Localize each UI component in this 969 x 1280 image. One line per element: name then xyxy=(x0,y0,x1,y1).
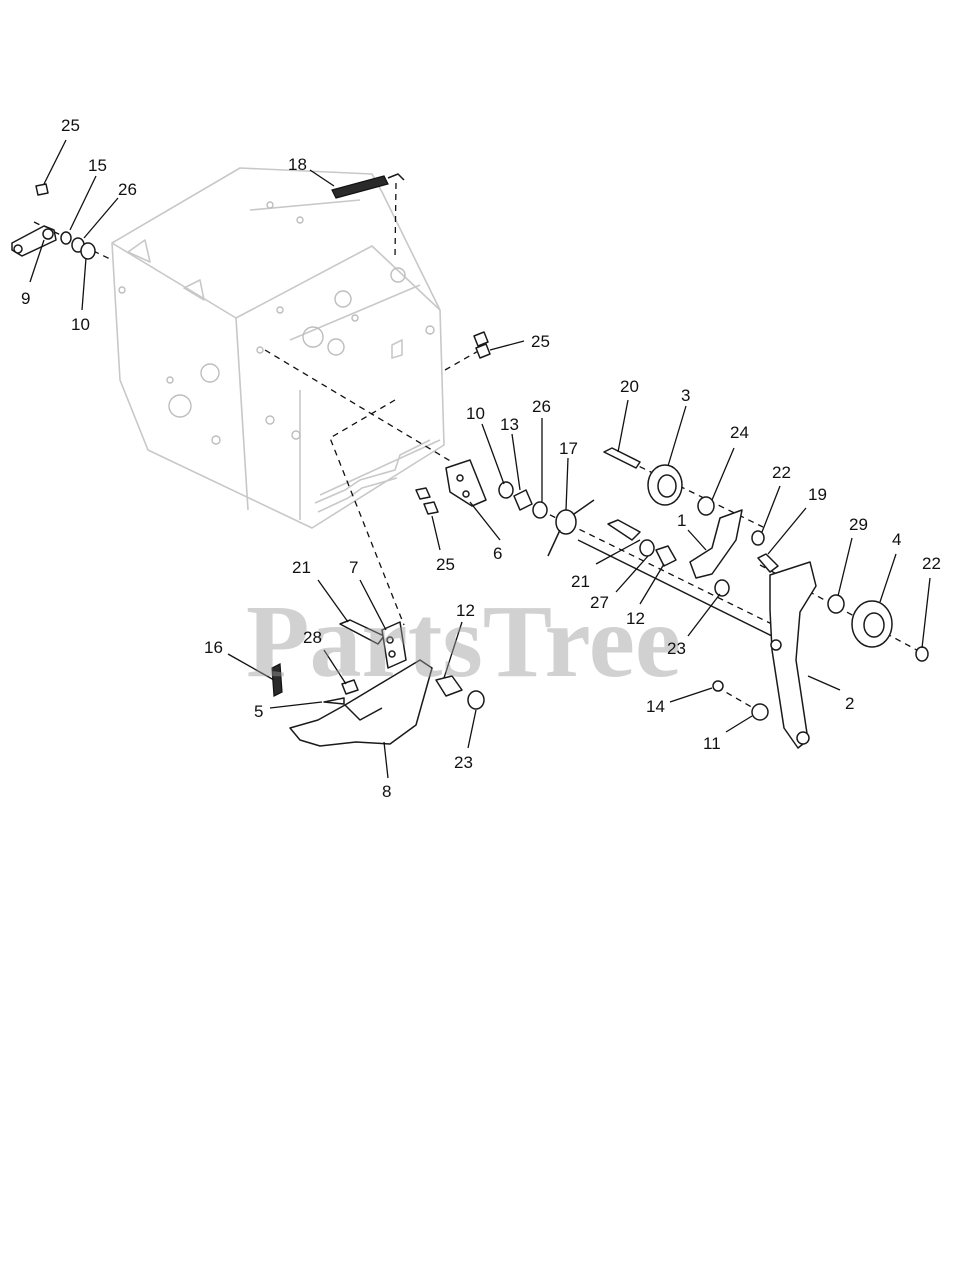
callout-label: 12 xyxy=(626,609,645,628)
watermark: PartsTree xyxy=(246,584,681,699)
callout-label: 27 xyxy=(590,593,609,612)
callout-label: 22 xyxy=(922,554,941,573)
callout-label: 19 xyxy=(808,485,827,504)
callout-label: 21 xyxy=(292,558,311,577)
callout-label: 1 xyxy=(677,511,686,530)
callout-label: 26 xyxy=(118,180,137,199)
callout-label: 21 xyxy=(571,572,590,591)
callout-label: 25 xyxy=(436,555,455,574)
parts xyxy=(11,173,929,749)
leader-lines xyxy=(29,139,931,779)
callout-label: 17 xyxy=(559,439,578,458)
callout-label: 10 xyxy=(466,404,485,423)
callout-label: 25 xyxy=(61,116,80,135)
callout-label: 15 xyxy=(88,156,107,175)
callout-label: 25 xyxy=(531,332,550,351)
callout-label: 18 xyxy=(288,155,307,174)
callout-label: 22 xyxy=(772,463,791,482)
callout-label: 5 xyxy=(254,702,263,721)
callout-label: 2 xyxy=(845,694,854,713)
callout-label: 7 xyxy=(349,558,358,577)
callout-label: 13 xyxy=(500,415,519,434)
callout-labels: 25 15 26 9 10 18 25 10 13 26 17 20 3 24 … xyxy=(21,116,941,801)
callout-label: 14 xyxy=(646,697,665,716)
callout-label: 9 xyxy=(21,289,30,308)
callout-label: 10 xyxy=(71,315,90,334)
callout-label: 20 xyxy=(620,377,639,396)
callout-label: 16 xyxy=(204,638,223,657)
callout-label: 23 xyxy=(454,753,473,772)
callout-label: 3 xyxy=(681,386,690,405)
callout-label: 28 xyxy=(303,628,322,647)
callout-label: 4 xyxy=(892,530,901,549)
chassis-frame xyxy=(111,167,445,529)
callout-label: 6 xyxy=(493,544,502,563)
assembly-axes xyxy=(33,182,927,713)
callout-label: 24 xyxy=(730,423,749,442)
callout-label: 23 xyxy=(667,639,686,658)
callout-label: 26 xyxy=(532,397,551,416)
callout-label: 29 xyxy=(849,515,868,534)
callout-label: 8 xyxy=(382,782,391,801)
callout-label: 11 xyxy=(703,734,721,753)
callout-label: 12 xyxy=(456,601,475,620)
